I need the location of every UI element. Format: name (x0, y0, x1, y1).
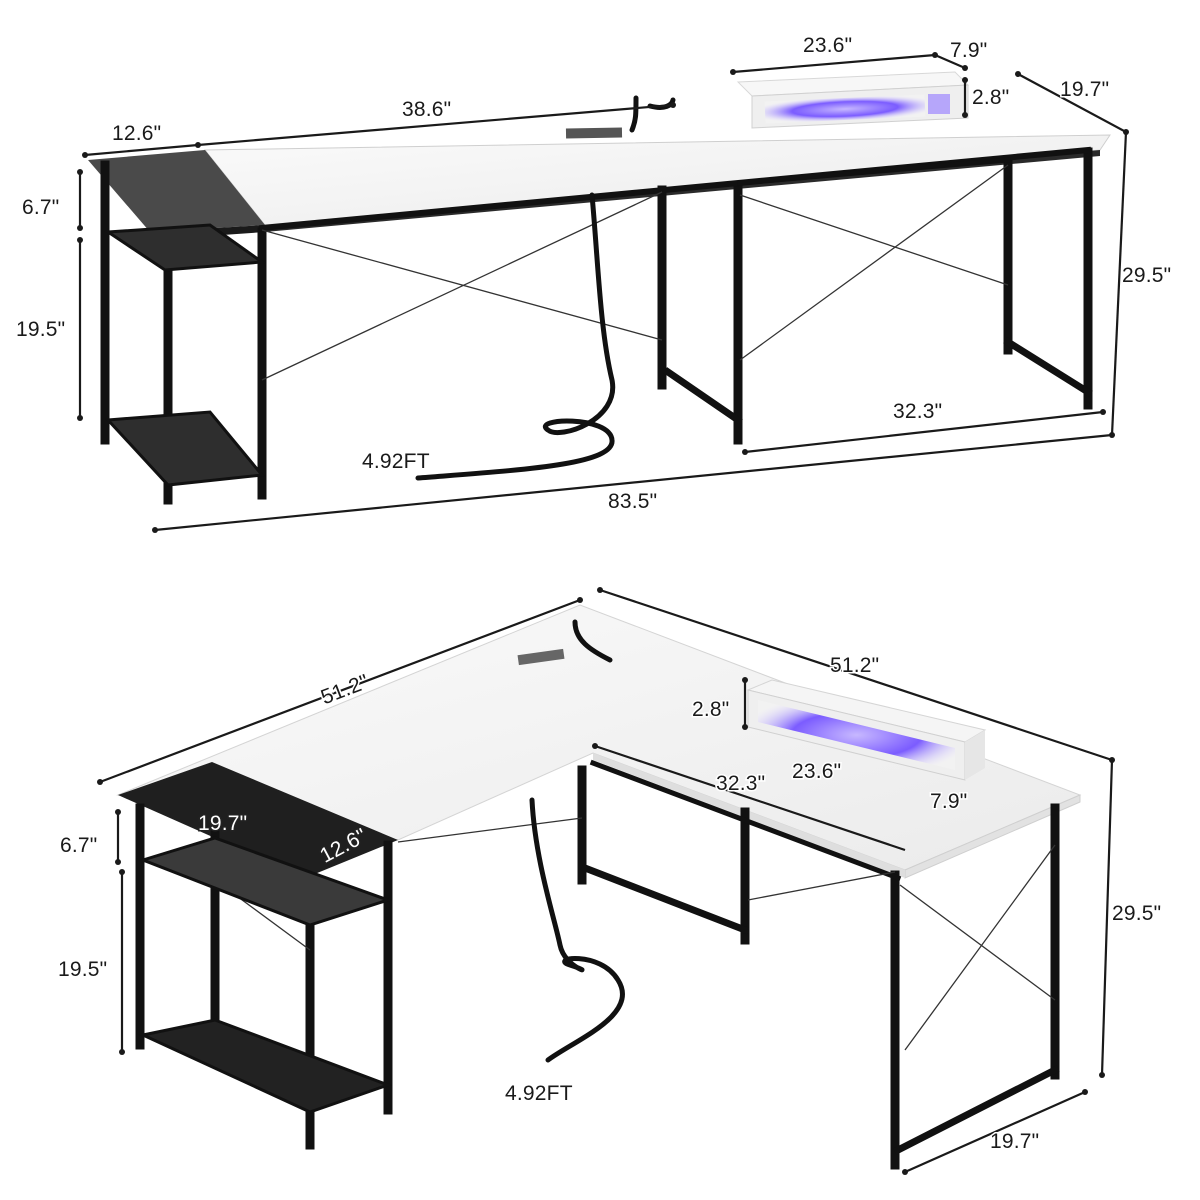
top-desk-depth-label: 19.7" (1060, 78, 1109, 101)
top-desk-width-label: 38.6" (402, 98, 451, 121)
top-total-length-label: 83.5" (608, 490, 657, 513)
cross-braces (261, 164, 1009, 381)
bottom-shelf-height-label: 19.5" (58, 958, 107, 981)
l-desk-frame (135, 759, 1060, 1170)
l-shaped-desk-illustration (116, 604, 1082, 1170)
top-cord-length-label: 4.92FT (362, 450, 430, 473)
l-power-cord (529, 797, 625, 1063)
middle-shelf (103, 223, 267, 272)
top-dimension-lines (77, 52, 1129, 533)
top-leg-span-label: 32.3" (893, 400, 942, 423)
side-shelf-top (88, 150, 265, 232)
l-side-shelf-top (118, 762, 398, 878)
top-riser-height-label: 2.8" (972, 86, 1009, 109)
l-monitor-riser (746, 679, 987, 781)
top-shelf-width-label: 12.6" (112, 122, 161, 145)
straight-desk-illustration (88, 71, 1111, 505)
l-bottom-shelf (138, 1018, 393, 1114)
l-cable-grommet (517, 648, 565, 666)
bottom-riser-height-label: 2.8" (692, 698, 729, 721)
top-shelf-height-label: 19.5" (16, 318, 65, 341)
bottom-riser-width-label: 23.6" (792, 760, 841, 783)
bottom-shelf-depth-label: 19.7" (198, 812, 247, 835)
monitor-riser (736, 71, 970, 129)
bottom-cord-length-label: 4.92FT (505, 1082, 573, 1105)
l-middle-shelf (138, 836, 393, 927)
bottom-dimension-lines (97, 587, 1115, 1175)
top-riser-width-label: 23.6" (803, 34, 852, 57)
bottom-desk-depth-label: 19.7" (990, 1130, 1039, 1153)
bottom-right-length-label: 51.2" (830, 654, 879, 677)
cable-grommet (565, 127, 623, 139)
top-desk-height-label: 29.5" (1122, 264, 1171, 287)
top-shelf-gap-label: 6.7" (22, 196, 59, 219)
top-dimension-labels: 12.6" 38.6" 23.6" 7.9" 2.8" 19.7" 6.7" 1… (15, 33, 1173, 515)
bottom-riser-depth-label: 7.9" (930, 790, 967, 813)
power-cord (415, 192, 616, 481)
top-riser-depth-label: 7.9" (950, 39, 987, 62)
bottom-inner-length-label: 32.3" (716, 772, 765, 795)
bottom-shelf-gap-label: 6.7" (60, 834, 97, 857)
bottom-shelf (104, 410, 265, 487)
desk-frame (100, 146, 1093, 505)
bottom-desk-height-label: 29.5" (1112, 902, 1161, 925)
